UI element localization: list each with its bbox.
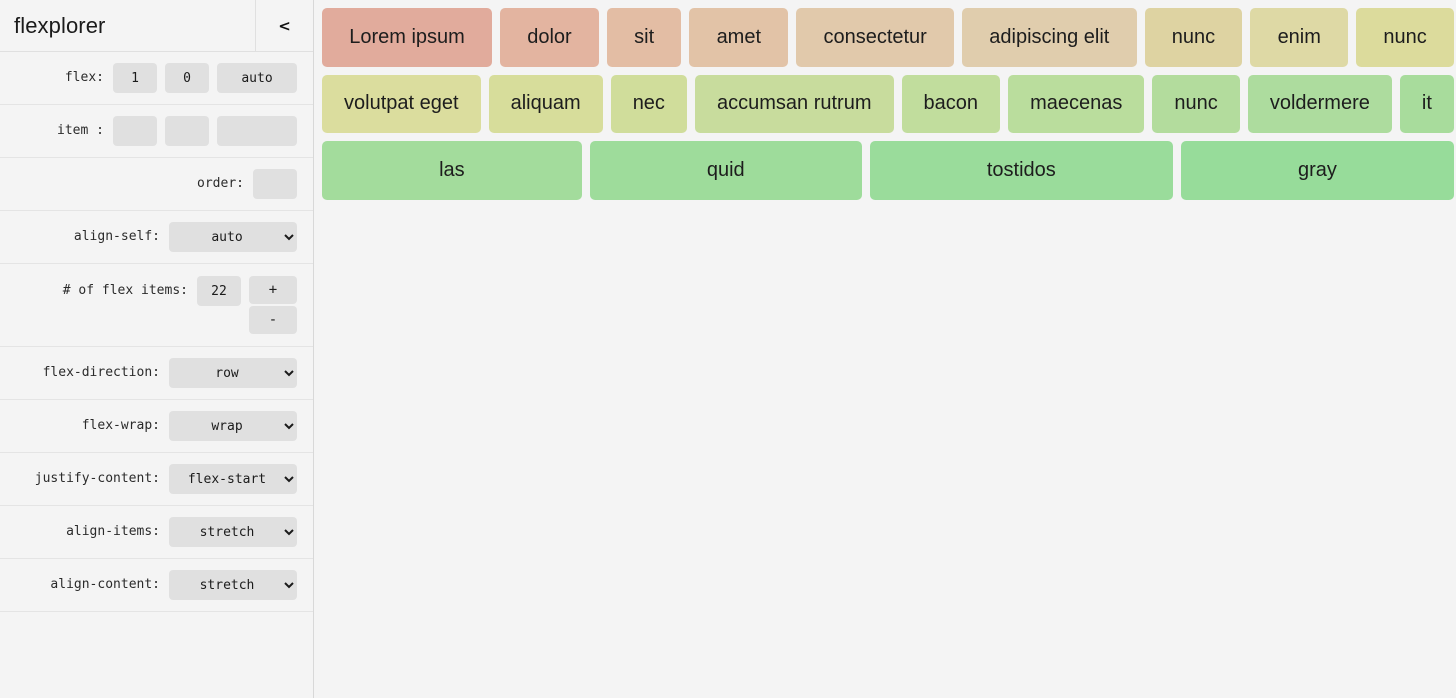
flex-item-label: it	[1421, 92, 1432, 115]
flex-item-label: las	[439, 159, 465, 182]
label-justify-content: justify-content:	[34, 471, 160, 486]
label-align-content: align-content:	[50, 577, 160, 592]
flex-direction-select[interactable]: rowrow-reversecolumncolumn-reverse	[169, 358, 297, 388]
flex-item-count-stepper: +-	[249, 276, 297, 334]
control-group-align-content: stretchflex-startflex-endcenterspace-bet…	[169, 570, 297, 600]
flex-item[interactable]: quid	[589, 141, 862, 200]
flex-item[interactable]: Lorem ipsum	[322, 8, 493, 67]
flex-container: Lorem ipsum dolor sit amet consectetur adipis…	[322, 8, 1456, 208]
flex-item[interactable]: volutpat eget	[322, 74, 481, 134]
flex-item-label: sit	[634, 25, 655, 48]
control-group-num-flex-items: +-	[197, 276, 297, 334]
label-item: item :	[57, 123, 104, 138]
flex-canvas: Lorem ipsum dolor sit amet consectetur adipis…	[314, 0, 1456, 698]
flex-item-label: dolor	[527, 25, 572, 48]
control-group-justify-content: flex-startflex-endcenterspace-betweenspa…	[169, 464, 297, 494]
flex-item[interactable]: it	[1399, 74, 1454, 134]
flex-item-count-input[interactable]	[197, 276, 241, 306]
flex-item[interactable]: sit	[606, 8, 682, 67]
sidebar-row-flex-wrap: flex-wrap: nowrapwrapwrap-reverse	[0, 400, 313, 453]
flex-item[interactable]: dolor	[500, 8, 599, 67]
sidebar-row-num-flex-items: # of flex items: +-	[0, 264, 313, 347]
flex-item[interactable]: bacon	[901, 74, 1001, 134]
flex-item-label: maecenas	[1030, 92, 1123, 115]
flex-item-label: nunc	[1174, 92, 1218, 115]
sidebar-row-flex-direction: flex-direction: rowrow-reversecolumncolum…	[0, 347, 313, 400]
label-align-items: align-items:	[66, 524, 160, 539]
flex-item[interactable]: consectetur	[796, 8, 955, 67]
flex-item-label: adipiscing elit	[989, 25, 1110, 48]
control-group-flex-direction: rowrow-reversecolumncolumn-reverse	[169, 358, 297, 388]
chevron-left-icon[interactable]: <	[255, 0, 313, 52]
label-flex: flex:	[64, 70, 104, 85]
align-self-select[interactable]: autoflex-startflex-endcenterbaselinestre…	[169, 222, 297, 252]
label-flex-wrap: flex-wrap:	[81, 418, 160, 433]
flex-item-label: Lorem ipsum	[349, 25, 465, 48]
label-num-flex-items: # of flex items:	[62, 283, 188, 298]
flex-item[interactable]: accumsan rutrum	[694, 74, 894, 134]
sidebar-row-align-items: align-items: stretchflex-startflex-endcen…	[0, 506, 313, 559]
flex-item-label: enim	[1277, 25, 1321, 48]
sidebar-controls: flex: item : order: align-self: autoflex-sta…	[0, 52, 313, 612]
flex-grow-input[interactable]	[113, 63, 157, 93]
flex-item[interactable]: enim	[1250, 8, 1349, 67]
flex-item[interactable]: nunc	[1144, 8, 1243, 67]
item-shrink-input[interactable]	[165, 116, 209, 146]
flex-item-label: amet	[716, 25, 762, 48]
label-align-self: align-self:	[73, 229, 160, 244]
flex-basis-input[interactable]	[217, 63, 297, 93]
flex-item-label: aliquam	[510, 92, 581, 115]
flex-item[interactable]: tostidos	[869, 141, 1173, 200]
sidebar: flexplorer < flex: item : order: align-self…	[0, 0, 314, 698]
control-group-item	[113, 116, 297, 146]
sidebar-header: flexplorer <	[0, 0, 313, 52]
sidebar-row-item: item :	[0, 105, 313, 158]
flex-item-label: gray	[1297, 159, 1337, 182]
flex-item[interactable]: nunc	[1152, 74, 1240, 134]
flex-item-label: nunc	[1171, 25, 1216, 48]
increment-button[interactable]: +	[249, 276, 297, 304]
flex-item[interactable]: maecenas	[1008, 74, 1145, 134]
flex-item[interactable]: aliquam	[488, 74, 603, 134]
flex-item-label: volutpat eget	[344, 92, 459, 115]
flex-item-label: accumsan rutrum	[716, 92, 872, 115]
item-grow-input[interactable]	[113, 116, 157, 146]
flex-wrap-select[interactable]: nowrapwrapwrap-reverse	[169, 411, 297, 441]
flex-item[interactable]: nunc	[1356, 8, 1454, 67]
flex-item[interactable]: las	[322, 141, 582, 200]
control-group-order	[253, 169, 297, 199]
app-title: flexplorer	[14, 12, 106, 38]
control-group-flex	[113, 63, 297, 93]
flex-item-label: consectetur	[823, 25, 927, 48]
flex-shrink-input[interactable]	[165, 63, 209, 93]
sidebar-row-flex: flex:	[0, 52, 313, 105]
control-group-flex-wrap: nowrapwrapwrap-reverse	[169, 411, 297, 441]
sidebar-row-align-content: align-content: stretchflex-startflex-endc…	[0, 559, 313, 612]
align-items-select[interactable]: stretchflex-startflex-endcenterbaseline	[169, 517, 297, 547]
flex-item-label: nunc	[1383, 25, 1427, 48]
flex-item[interactable]: voldermere	[1247, 74, 1392, 134]
flex-item[interactable]: amet	[689, 8, 789, 67]
label-flex-direction: flex-direction:	[42, 365, 160, 380]
flex-item-label: tostidos	[986, 159, 1056, 182]
control-group-align-self: autoflex-startflex-endcenterbaselinestre…	[169, 222, 297, 252]
align-content-select[interactable]: stretchflex-startflex-endcenterspace-bet…	[169, 570, 297, 600]
sidebar-row-align-self: align-self: autoflex-startflex-endcenterb…	[0, 211, 313, 264]
sidebar-row-order: order:	[0, 158, 313, 211]
justify-content-select[interactable]: flex-startflex-endcenterspace-betweenspa…	[169, 464, 297, 494]
flex-item-label: bacon	[923, 92, 979, 115]
flex-item-label: nec	[632, 92, 665, 115]
decrement-button[interactable]: -	[249, 306, 297, 334]
flex-item[interactable]: gray	[1180, 141, 1454, 200]
control-group-align-items: stretchflex-startflex-endcenterbaseline	[169, 517, 297, 547]
flex-item[interactable]: adipiscing elit	[962, 8, 1137, 67]
label-order: order:	[197, 176, 244, 191]
flex-item[interactable]: nec	[610, 74, 687, 134]
flex-item-label: voldermere	[1269, 92, 1370, 115]
order-input[interactable]	[253, 169, 297, 199]
flex-item-label: quid	[706, 159, 745, 182]
item-basis-input[interactable]	[217, 116, 297, 146]
sidebar-row-justify-content: justify-content: flex-startflex-endcenter…	[0, 453, 313, 506]
